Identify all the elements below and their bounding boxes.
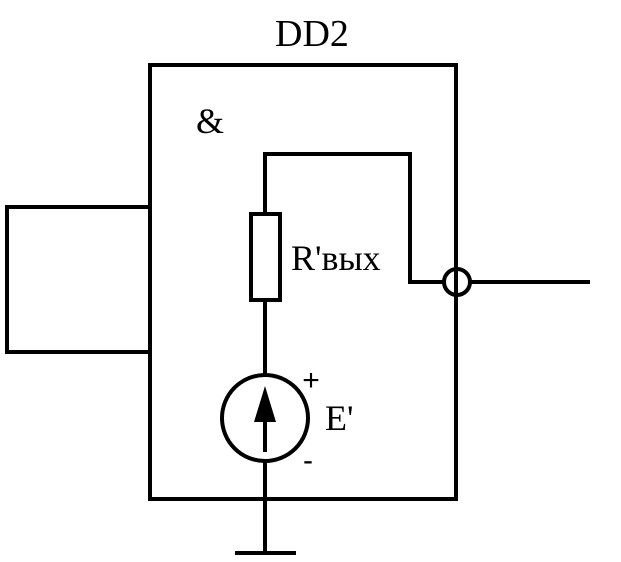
element-name-label: DD2 [275,13,349,55]
internal-wire-top [263,152,446,284]
source-arrow-head [254,386,276,422]
source-label: E' [325,398,353,438]
source-plus-sign: + [302,364,320,397]
logic-element-box [148,63,458,501]
gate-symbol-label: & [196,101,224,141]
source-minus-sign: - [303,444,313,477]
resistor-label: R'вых [291,238,381,278]
resistor [249,212,282,302]
input-wires [5,205,152,354]
